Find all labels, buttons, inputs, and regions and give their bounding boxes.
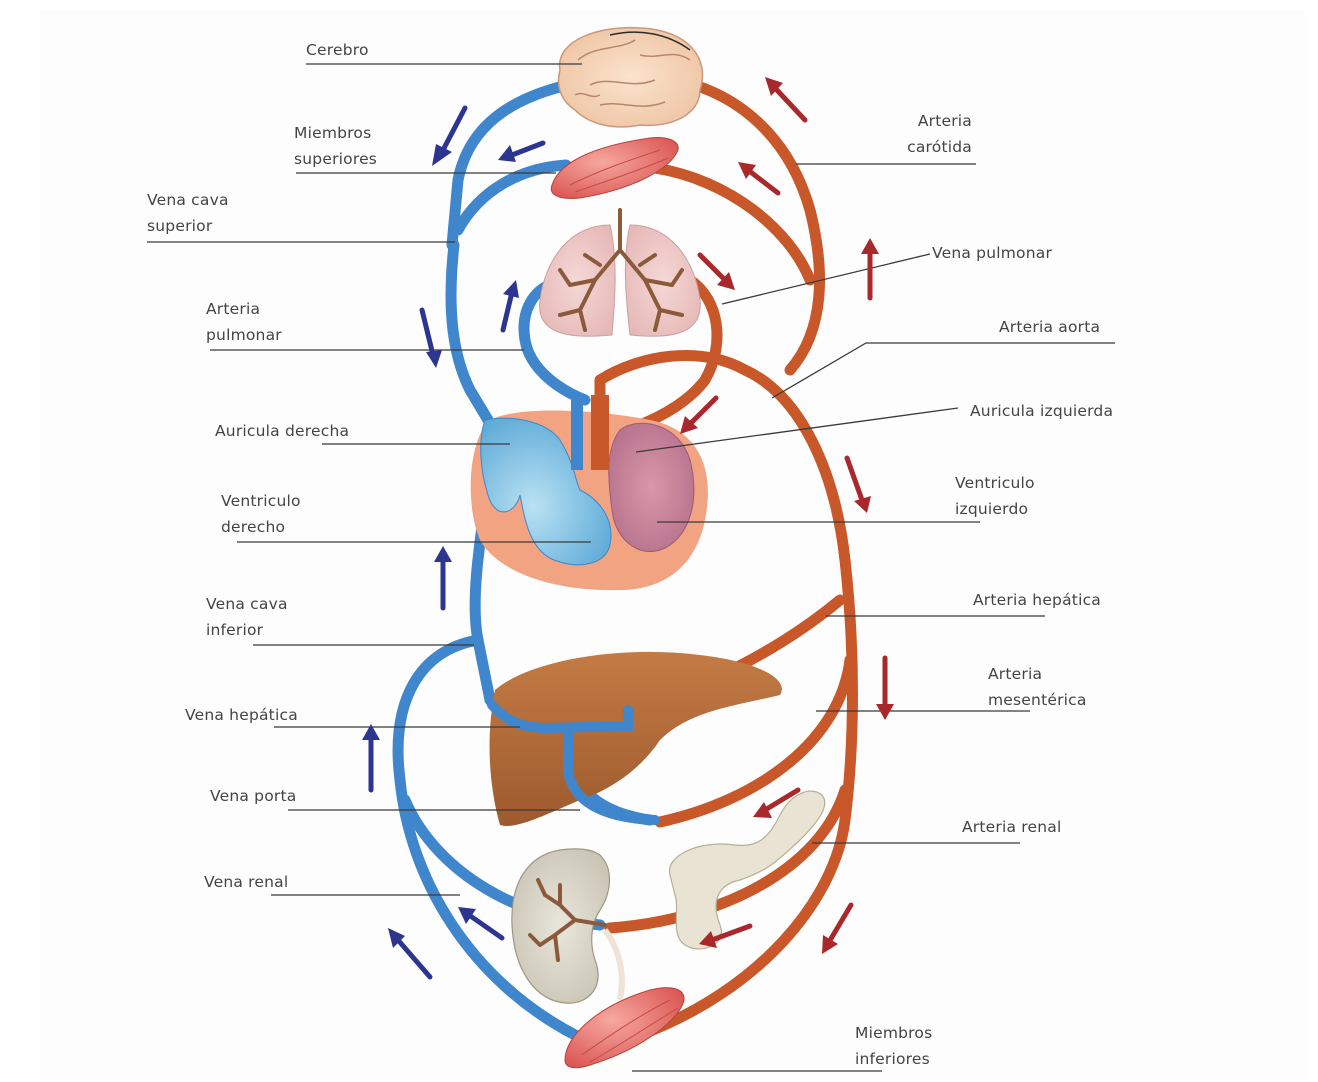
label-ventriculo-derecho: Ventriculo derecho	[221, 488, 301, 540]
left-heart-chamber	[609, 423, 694, 551]
label-arteria-aorta: Arteria aorta	[999, 314, 1100, 340]
arrow-blue-6	[362, 724, 380, 790]
label-ventriculo-izquierdo: Ventriculo izquierdo	[955, 470, 1035, 522]
arrow-red-10	[822, 905, 851, 954]
label-cerebro: Cerebro	[306, 37, 369, 63]
label-miembros-inferiores: Miembros inferiores	[855, 1020, 932, 1072]
arrow-blue-2	[498, 143, 543, 162]
brain	[559, 28, 703, 127]
label-vena-renal: Vena renal	[204, 869, 288, 895]
leader-arteria-aorta	[772, 343, 1115, 398]
label-arteria-pulmonar: Arteria pulmonar	[206, 296, 282, 348]
arrow-blue-3	[503, 280, 519, 330]
label-arteria-renal: Arteria renal	[962, 814, 1062, 840]
label-vena-cava-inferior: Vena cava inferior	[206, 591, 288, 643]
label-miembros-superiores: Miembros superiores	[294, 120, 377, 172]
heart	[471, 411, 708, 591]
arrow-red-6	[847, 458, 871, 513]
vena-cava-superior-vessel	[451, 245, 488, 420]
label-arteria-mesenterica: Arteria mesentérica	[988, 661, 1087, 713]
label-vena-porta: Vena porta	[210, 783, 296, 809]
arrow-blue-8	[388, 928, 430, 977]
lungs	[540, 210, 701, 336]
vein-from-upper-limbs	[458, 165, 566, 230]
label-vena-pulmonar: Vena pulmonar	[932, 240, 1052, 266]
leader-vena-pulmonar	[722, 254, 930, 304]
arrow-blue-4	[422, 310, 442, 368]
label-vena-cava-superior: Vena cava superior	[147, 187, 229, 239]
arrow-blue-5	[434, 546, 452, 608]
label-vena-hepatica: Vena hepática	[185, 702, 298, 728]
kidney	[512, 849, 622, 1003]
label-auricula-izquierda: Auricula izquierda	[970, 398, 1113, 424]
label-arteria-carotida: Arteria carótida	[880, 108, 972, 160]
arrow-red-3	[861, 238, 879, 298]
arrow-red-1	[765, 77, 805, 120]
arrow-red-4	[700, 255, 735, 290]
label-arteria-hepatica: Arteria hepática	[973, 587, 1101, 613]
upper-limb-muscle	[551, 138, 678, 199]
label-auricula-derecha: Auricula derecha	[215, 418, 349, 444]
arrow-red-2	[738, 162, 778, 193]
